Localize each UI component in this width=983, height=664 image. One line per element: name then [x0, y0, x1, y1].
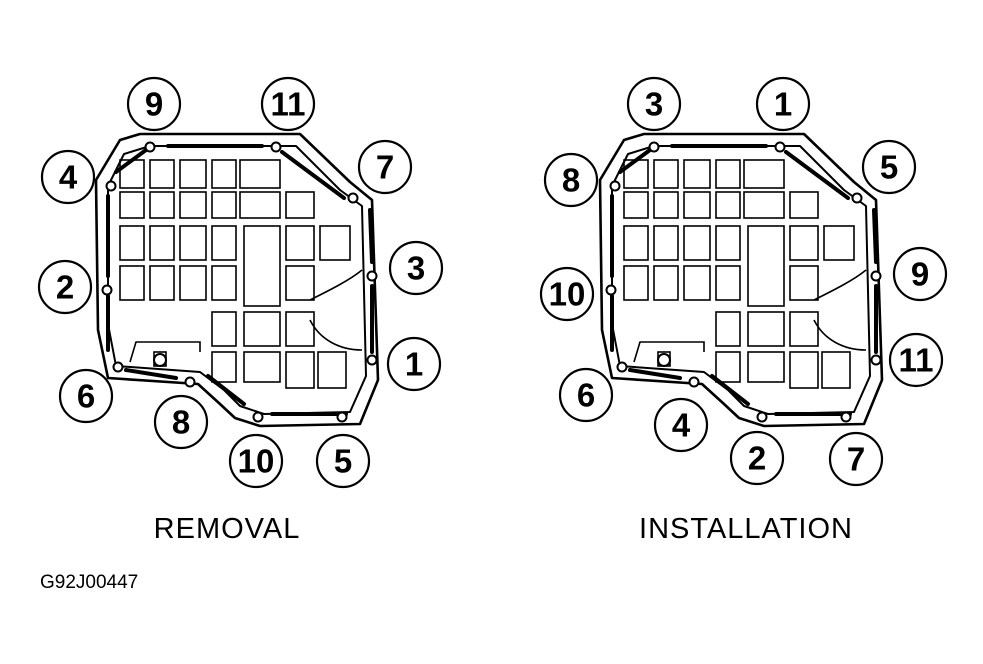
bolt-label-removal-3: 7 [357, 139, 413, 195]
bolt-label-installation-1: 1 [755, 76, 811, 132]
svg-text:3: 3 [407, 250, 425, 287]
svg-text:4: 4 [59, 159, 78, 196]
svg-text:2: 2 [56, 269, 74, 306]
removal-caption: REMOVAL [154, 513, 301, 545]
installation-bolt-holes [605, 141, 882, 423]
bolt-label-installation-6: 11 [888, 332, 944, 388]
svg-text:9: 9 [145, 86, 163, 123]
bolt-label-installation-0: 3 [626, 76, 682, 132]
removal-panel: 9 11 4 7 3 2 1 6 8 10 5 REMOVAL [37, 76, 444, 545]
svg-text:8: 8 [172, 404, 190, 441]
diagram-code: G92J00447 [40, 572, 138, 593]
bolt-label-installation-8: 4 [653, 397, 709, 453]
bolt-label-removal-2: 4 [40, 149, 96, 205]
svg-text:2: 2 [748, 440, 766, 477]
bolt-label-installation-10: 7 [828, 431, 884, 487]
bolt-label-removal-7: 6 [58, 368, 114, 424]
svg-text:10: 10 [549, 276, 586, 313]
svg-text:5: 5 [334, 443, 352, 480]
svg-text:11: 11 [271, 86, 306, 123]
oil-pan-installation [598, 132, 884, 428]
bolt-label-removal-8: 8 [153, 394, 209, 450]
bolt-label-removal-9: 10 [228, 433, 284, 489]
svg-text:11: 11 [899, 342, 934, 379]
bolt-label-installation-3: 5 [861, 139, 917, 195]
svg-text:3: 3 [645, 86, 663, 123]
svg-text:8: 8 [562, 162, 580, 199]
bolt-label-removal-0: 9 [126, 76, 182, 132]
oil-pan-removal [94, 132, 380, 428]
bolt-label-removal-5: 2 [37, 259, 93, 315]
svg-text:5: 5 [880, 149, 898, 186]
svg-text:9: 9 [911, 256, 929, 293]
svg-text:1: 1 [405, 346, 423, 383]
removal-bolt-holes [101, 141, 378, 423]
installation-caption: INSTALLATION [639, 513, 853, 545]
svg-text:7: 7 [376, 149, 394, 186]
bolt-label-removal-6: 1 [386, 336, 442, 392]
bolt-label-removal-1: 11 [260, 76, 316, 132]
installation-panel: 3 1 8 5 9 10 11 6 4 2 7 INSTALLATION [539, 76, 948, 545]
svg-text:6: 6 [577, 377, 595, 414]
svg-text:7: 7 [847, 441, 865, 478]
svg-text:1: 1 [774, 86, 792, 123]
bolt-label-installation-7: 6 [558, 367, 614, 423]
bolt-label-removal-10: 5 [315, 433, 371, 489]
bolt-label-installation-9: 2 [729, 430, 785, 486]
bolt-label-installation-5: 10 [539, 266, 595, 322]
bolt-label-removal-4: 3 [388, 240, 444, 296]
svg-text:4: 4 [672, 407, 691, 444]
svg-text:6: 6 [77, 378, 95, 415]
svg-text:10: 10 [238, 443, 275, 480]
bolt-label-installation-2: 8 [543, 152, 599, 208]
bolt-label-installation-4: 9 [892, 246, 948, 302]
